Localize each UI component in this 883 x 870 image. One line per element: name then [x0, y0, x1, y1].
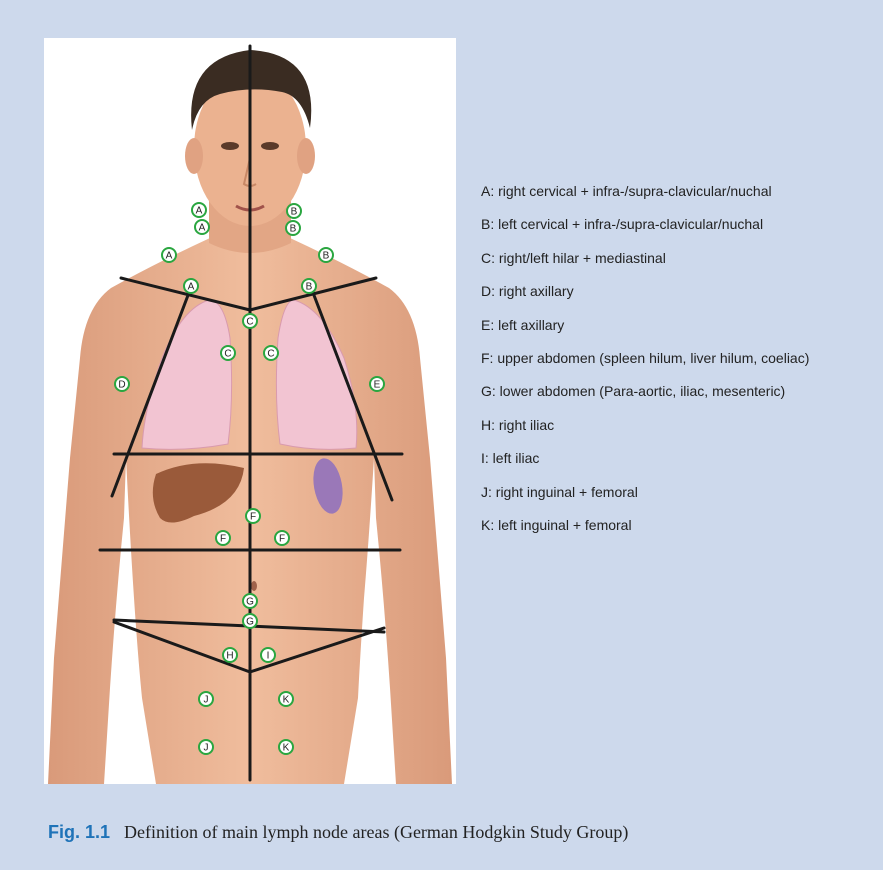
lymph-node-marker-g: G — [243, 614, 257, 628]
lymph-node-marker-c: C — [221, 346, 235, 360]
marker-label: H — [226, 651, 233, 662]
legend-item-c: C: right/left hilar + mediastinal — [481, 250, 876, 283]
marker-label: F — [279, 534, 285, 545]
marker-label: A — [199, 223, 206, 234]
marker-label: C — [246, 317, 253, 328]
marker-label: A — [196, 206, 203, 217]
lymph-node-marker-c: C — [264, 346, 278, 360]
lymph-node-marker-a: A — [195, 220, 209, 234]
legend-item-i: I: left iliac — [481, 450, 876, 483]
marker-label: K — [283, 695, 290, 706]
lymph-node-marker-b: B — [319, 248, 333, 262]
lymph-node-marker-a: A — [162, 248, 176, 262]
legend-item-j: J: right inguinal + femoral — [481, 484, 876, 517]
lymph-node-marker-b: B — [286, 221, 300, 235]
marker-label: C — [267, 349, 274, 360]
marker-label: E — [374, 380, 381, 391]
lymph-node-marker-d: D — [115, 377, 129, 391]
left-ear — [185, 138, 203, 174]
legend-item-a: A: right cervical + infra-/supra-clavicu… — [481, 183, 876, 216]
lymph-node-marker-k: K — [279, 692, 293, 706]
legend-item-b: B: left cervical + infra-/supra-clavicul… — [481, 216, 876, 249]
legend-item-f: F: upper abdomen (spleen hilum, liver hi… — [481, 350, 876, 383]
lymph-node-marker-g: G — [243, 594, 257, 608]
marker-label: B — [290, 224, 297, 235]
marker-label: J — [204, 695, 209, 706]
lymph-node-marker-f: F — [275, 531, 289, 545]
lymph-node-marker-c: C — [243, 314, 257, 328]
legend-item-h: H: right iliac — [481, 417, 876, 450]
lymph-node-marker-b: B — [302, 279, 316, 293]
navel — [251, 581, 257, 591]
marker-label: C — [224, 349, 231, 360]
lymph-node-marker-j: J — [199, 692, 213, 706]
lymph-node-marker-e: E — [370, 377, 384, 391]
marker-label: F — [250, 512, 256, 523]
marker-label: I — [267, 651, 270, 662]
figure-number: Fig. 1.1 — [48, 822, 110, 842]
lymph-node-marker-b: B — [287, 204, 301, 218]
marker-label: G — [246, 617, 254, 628]
lymph-node-marker-i: I — [261, 648, 275, 662]
marker-label: B — [291, 207, 298, 218]
legend-item-g: G: lower abdomen (Para-aortic, iliac, me… — [481, 383, 876, 416]
legend-item-e: E: left axillary — [481, 317, 876, 350]
marker-label: B — [323, 251, 330, 262]
marker-label: K — [283, 743, 290, 754]
lymph-node-marker-k: K — [279, 740, 293, 754]
marker-label: D — [118, 380, 125, 391]
marker-label: A — [188, 282, 195, 293]
lymph-node-marker-j: J — [199, 740, 213, 754]
marker-label: A — [166, 251, 173, 262]
marker-label: G — [246, 597, 254, 608]
lymph-node-marker-a: A — [184, 279, 198, 293]
lymph-node-marker-a: A — [192, 203, 206, 217]
figure-caption: Fig. 1.1 Definition of main lymph node ar… — [48, 822, 868, 843]
right-eye — [261, 142, 279, 150]
lymph-node-marker-f: F — [216, 531, 230, 545]
caption-text: Definition of main lymph node areas (Ger… — [124, 822, 628, 842]
node-area-legend: A: right cervical + infra-/supra-clavicu… — [481, 183, 876, 550]
marker-label: B — [306, 282, 313, 293]
right-ear — [297, 138, 315, 174]
legend-item-d: D: right axillary — [481, 283, 876, 316]
marker-label: F — [220, 534, 226, 545]
legend-item-k: K: left inguinal + femoral — [481, 517, 876, 550]
lymph-node-marker-f: F — [246, 509, 260, 523]
marker-label: J — [204, 743, 209, 754]
left-eye — [221, 142, 239, 150]
lymph-node-marker-h: H — [223, 648, 237, 662]
